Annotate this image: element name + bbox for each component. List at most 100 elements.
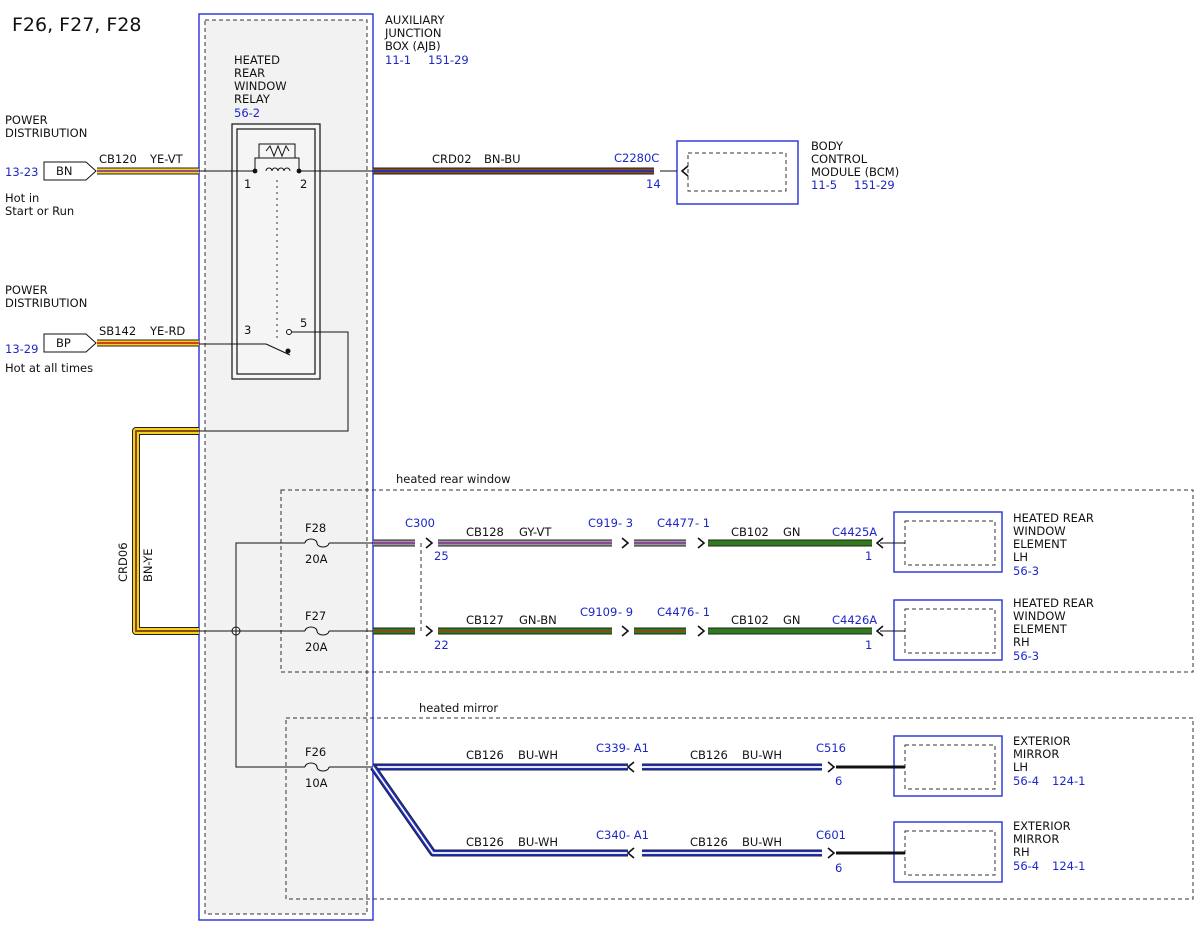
fuse-f26-icon — [304, 762, 330, 772]
wire-crd06-stripe — [135, 430, 199, 632]
rw-lh-name-line-3: ELEMENT — [1013, 537, 1068, 551]
ajb-ref-2[interactable]: 151-29 — [428, 53, 469, 67]
rw-lh-arrow-3 — [697, 537, 706, 549]
relay-coil-box — [258, 143, 296, 159]
power-2-circuit: SB142 — [99, 324, 136, 338]
power-2-connector-tag — [43, 333, 97, 353]
relay-pin-5: 5 — [300, 316, 307, 330]
mirror-rh-color-1: BU-WH — [518, 835, 558, 849]
power-1-connector: BN — [56, 164, 73, 178]
loop-circuit: CRD06 — [116, 542, 130, 582]
rw-lh-conn-3[interactable]: C4477 — [657, 516, 694, 530]
wire-crd06 — [132, 427, 199, 635]
power-2-page-ref[interactable]: 13-29 — [5, 342, 38, 356]
power-1-connector-tag — [43, 161, 97, 181]
power-2-label-line-2: DISTRIBUTION — [5, 296, 87, 310]
mirror-lh-name-line-2: MIRROR — [1013, 747, 1059, 761]
rw-rh-circuit-2: CB102 — [731, 613, 769, 627]
rw-rh-conn-2[interactable]: C9109 — [580, 605, 617, 619]
rw-lh-conn-1[interactable]: C300 — [405, 516, 435, 530]
mirror-rh-conn-1[interactable]: C340 — [596, 828, 626, 842]
fuse-f28-rating: 20A — [305, 552, 328, 566]
bcm-ref-1[interactable]: 11-5 — [811, 178, 837, 192]
rw-lh-pin-3: - 1 — [695, 516, 710, 530]
relay-name-line-3: WINDOW — [234, 79, 287, 93]
fuse-f28-icon — [304, 538, 330, 548]
bcm-arrow — [680, 165, 689, 177]
rw-rh-arrow-4 — [875, 625, 884, 637]
mirror-lh-arrow-1 — [626, 761, 635, 773]
rw-lh-color-2: GN — [783, 525, 801, 539]
mirror-lh-ref-2[interactable]: 124-1 — [1052, 774, 1085, 788]
power-1-page-ref[interactable]: 13-23 — [5, 165, 38, 179]
mirror-rh-ref-1[interactable]: 56-4 — [1013, 859, 1039, 873]
rw-lh-arrow-4 — [875, 537, 884, 549]
mirror-rh-ref-2[interactable]: 124-1 — [1052, 859, 1085, 873]
fuse-f26-rating: 10A — [305, 776, 328, 790]
mirror-lh-conn-1[interactable]: C339 — [596, 741, 626, 755]
mirror-rh-name-line-3: RH — [1013, 845, 1030, 859]
rw-lh-color-1: GY-VT — [519, 525, 552, 539]
relay-pin-1: 1 — [244, 177, 251, 191]
mirror-lh-color-2: BU-WH — [742, 748, 782, 762]
wire-layer — [97, 165, 905, 859]
rw-lh-conn-2[interactable]: C919 — [588, 516, 618, 530]
power-1-label-line-2: DISTRIBUTION — [5, 126, 87, 140]
ajb-ref-1[interactable]: 11-1 — [385, 53, 411, 67]
rw-rh-module-inner — [904, 608, 996, 654]
heated-rear-window-group-label: heated rear window — [396, 472, 511, 486]
mirror-rh-module-inner — [904, 830, 996, 876]
fuse-f28[interactable]: F28 20A — [304, 521, 330, 566]
rw-rh-ref[interactable]: 56-3 — [1013, 649, 1039, 663]
rw-lh-name-line-4: LH — [1013, 550, 1028, 564]
bcm-connector[interactable]: C2280C — [614, 151, 659, 165]
rw-rh-name-line-4: RH — [1013, 635, 1030, 649]
mirror-rh-conn-2[interactable]: C601 — [816, 828, 846, 842]
fuse-f27[interactable]: F27 20A — [304, 609, 330, 654]
rw-rh-conn-3[interactable]: C4476 — [657, 605, 694, 619]
rw-lh-circuit-2: CB102 — [731, 525, 769, 539]
relay-outer-box — [231, 123, 321, 380]
rw-rh-pin-2: - 9 — [618, 605, 633, 619]
fuse-f26-name: F26 — [305, 745, 326, 759]
mirror-lh-pin-1: - A1 — [626, 741, 649, 755]
relay-contact-5 — [286, 329, 292, 335]
rw-rh-name-line-2: WINDOW — [1013, 609, 1066, 623]
relay-output-wire — [199, 331, 349, 432]
mirror-rh-pin-2: 6 — [835, 861, 842, 875]
rw-rh-conn-4[interactable]: C4426A — [832, 613, 877, 627]
fuse-f26[interactable]: F26 10A — [304, 745, 330, 790]
rw-lh-name-line-1: HEATED REAR — [1013, 511, 1094, 525]
rw-rh-name-line-3: ELEMENT — [1013, 622, 1068, 636]
rw-rh-color-1: GN-BN — [519, 613, 557, 627]
mirror-rh-arrow-2 — [827, 847, 836, 859]
relay-coil-leads — [254, 157, 300, 171]
power-2-note-line-1: Hot at all times — [5, 361, 93, 375]
power-1-label-line-1: POWER — [5, 113, 48, 127]
fuse-f27-icon — [304, 626, 330, 636]
mirror-lh-ref-1[interactable]: 56-4 — [1013, 774, 1039, 788]
bcm-name-line-2: CONTROL — [811, 152, 868, 166]
bcm-ref-2[interactable]: 151-29 — [854, 178, 895, 192]
rw-lh-conn-4[interactable]: C4425A — [832, 525, 877, 539]
mirror-lh-name-line-1: EXTERIOR — [1013, 734, 1071, 748]
rw-lh-ref[interactable]: 56-3 — [1013, 564, 1039, 578]
mirror-lh-name-line-3: LH — [1013, 760, 1028, 774]
fuse-f27-name: F27 — [305, 609, 326, 623]
rw-rh-arrow-1 — [425, 625, 434, 637]
relay-name-line-4: RELAY — [234, 92, 271, 106]
rw-rh-pin-4: 1 — [865, 638, 872, 652]
mirror-lh-conn-2[interactable]: C516 — [816, 741, 846, 755]
rw-rh-module-outline — [893, 599, 1003, 661]
relay-switch-blade — [265, 343, 291, 356]
rw-lh-pin-4: 1 — [865, 549, 872, 563]
relay-inner-box — [236, 128, 316, 375]
rw-lh-arrow-1 — [425, 537, 434, 549]
relay-ref[interactable]: 56-2 — [234, 106, 260, 120]
fuse-f28-name: F28 — [305, 521, 326, 535]
rw-lh-circuit-1: CB128 — [466, 525, 504, 539]
bcm-module-outline — [676, 140, 799, 205]
heated-rear-window-group — [280, 489, 1194, 673]
mirror-lh-circuit-1: CB126 — [466, 748, 504, 762]
bcm-pin: 14 — [646, 177, 661, 191]
